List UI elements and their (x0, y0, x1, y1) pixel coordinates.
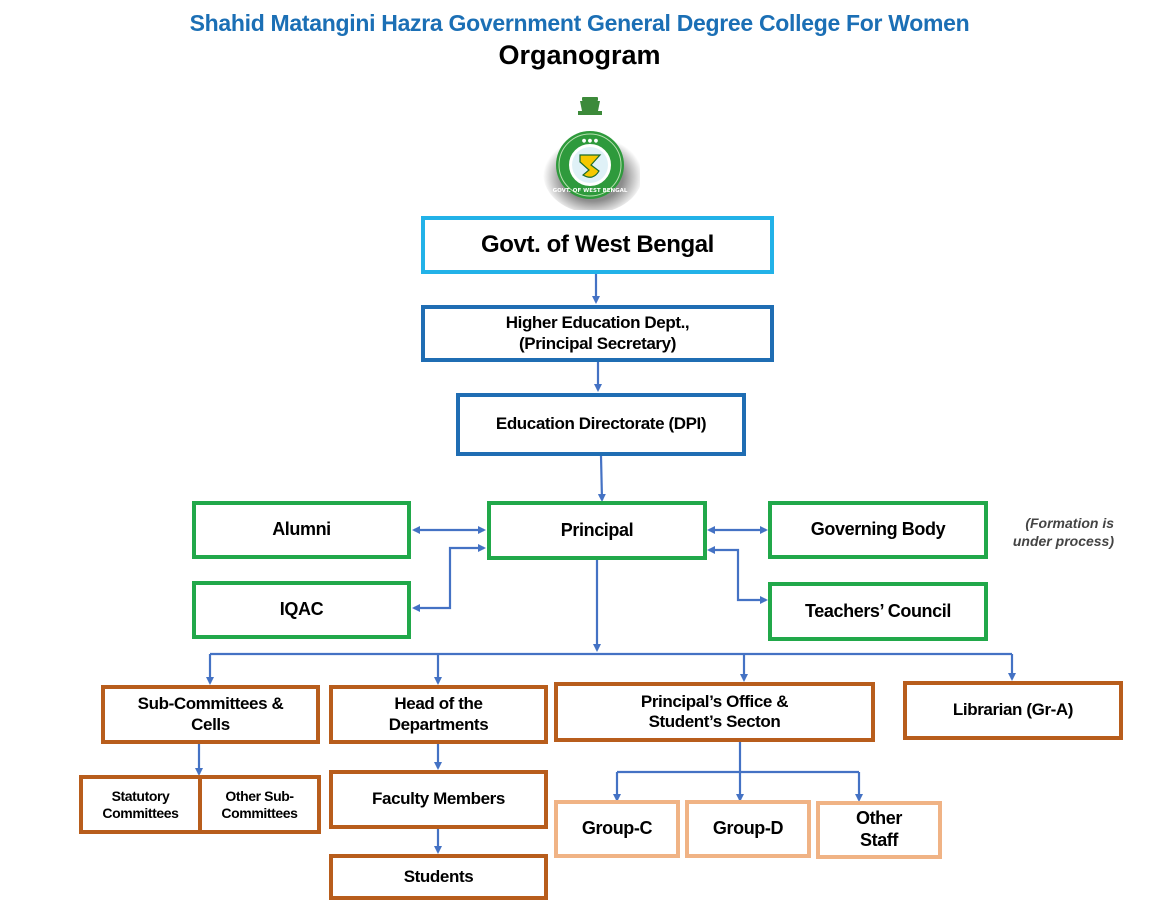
node-groupd-label: Group-D (712, 818, 784, 839)
governing-note-line-1: (Formation is (1025, 515, 1114, 531)
node-office-label-2: Student’s Secton (648, 712, 781, 731)
node-students-label: Students (403, 866, 474, 886)
node-otherstaff-label-1: Other (855, 808, 902, 829)
connector-dpi-to-principal (597, 455, 606, 502)
node-librarian-label: Librarian (Gr-A) (952, 700, 1074, 720)
node-govt-label: Govt. of West Bengal (481, 230, 714, 258)
node-alumni: Alumni (192, 501, 411, 559)
node-groupc-label: Group-C (581, 818, 653, 839)
node-students: Students (329, 854, 548, 900)
node-statutory-label-1: Statutory (111, 787, 170, 804)
connector-principal-teachers (707, 546, 768, 604)
node-directorate-label: Education Directorate (DPI) (495, 414, 707, 434)
node-principal: Principal (487, 501, 707, 560)
node-govt-west-bengal: Govt. of West Bengal (421, 216, 774, 274)
node-higher-education: Higher Education Dept., (Principal Secre… (421, 305, 774, 362)
node-higher-label-2: (Principal Secretary) (519, 333, 676, 353)
node-other-sub-committees: Other Sub- Committees (198, 775, 321, 834)
node-faculty-label: Faculty Members (372, 789, 505, 809)
node-other-staff: Other Staff (816, 801, 942, 859)
node-head-of-departments: Head of the Departments (329, 685, 548, 744)
node-office-label-1: Principal’s Office & (640, 691, 789, 711)
west-bengal-emblem-icon: ● ● ● GOVT. OF WEST BENGAL (543, 97, 640, 210)
node-governing-body: Governing Body (768, 501, 988, 559)
node-subcommittees-label-1: Sub-Committees & (137, 694, 284, 714)
node-principals-office: Principal’s Office & Student’s Secton (554, 682, 875, 742)
node-teachers-label: Teachers’ Council (805, 600, 951, 621)
governing-body-note: (Formation is under process) (994, 514, 1114, 550)
node-othersub-label-1: Other Sub- (225, 787, 294, 804)
node-principal-label: Principal (560, 519, 634, 540)
node-education-directorate: Education Directorate (DPI) (456, 393, 746, 456)
svg-text:● ● ●: ● ● ● (582, 138, 599, 144)
node-group-d: Group-D (685, 800, 811, 858)
node-statutory-committees: Statutory Committees (79, 775, 202, 834)
node-iqac-label: IQAC (279, 599, 324, 620)
node-alumni-label: Alumni (272, 519, 331, 540)
node-sub-committees: Sub-Committees & Cells (101, 685, 320, 744)
node-hod-label-2: Departments (388, 714, 489, 734)
college-title: Shahid Matangini Hazra Government Genera… (189, 10, 970, 36)
node-librarian: Librarian (Gr-A) (903, 681, 1123, 740)
node-higher-label-1: Higher Education Dept., (505, 313, 690, 333)
node-governing-label: Governing Body (810, 519, 946, 540)
node-othersub-label-2: Committees (221, 804, 298, 821)
node-faculty-members: Faculty Members (329, 770, 548, 829)
node-group-c: Group-C (554, 800, 680, 858)
node-hod-label-1: Head of the (394, 694, 483, 714)
node-teachers-council: Teachers’ Council (768, 582, 988, 641)
connector-iqac-principal (412, 544, 486, 612)
svg-text:GOVT. OF WEST BENGAL: GOVT. OF WEST BENGAL (553, 188, 628, 194)
node-statutory-label-2: Committees (102, 804, 179, 821)
page-title: Organogram (498, 40, 661, 70)
node-iqac: IQAC (192, 581, 411, 639)
node-subcommittees-label-2: Cells (191, 714, 230, 734)
node-otherstaff-label-2: Staff (860, 830, 898, 850)
governing-note-line-2: under process) (1012, 533, 1114, 550)
